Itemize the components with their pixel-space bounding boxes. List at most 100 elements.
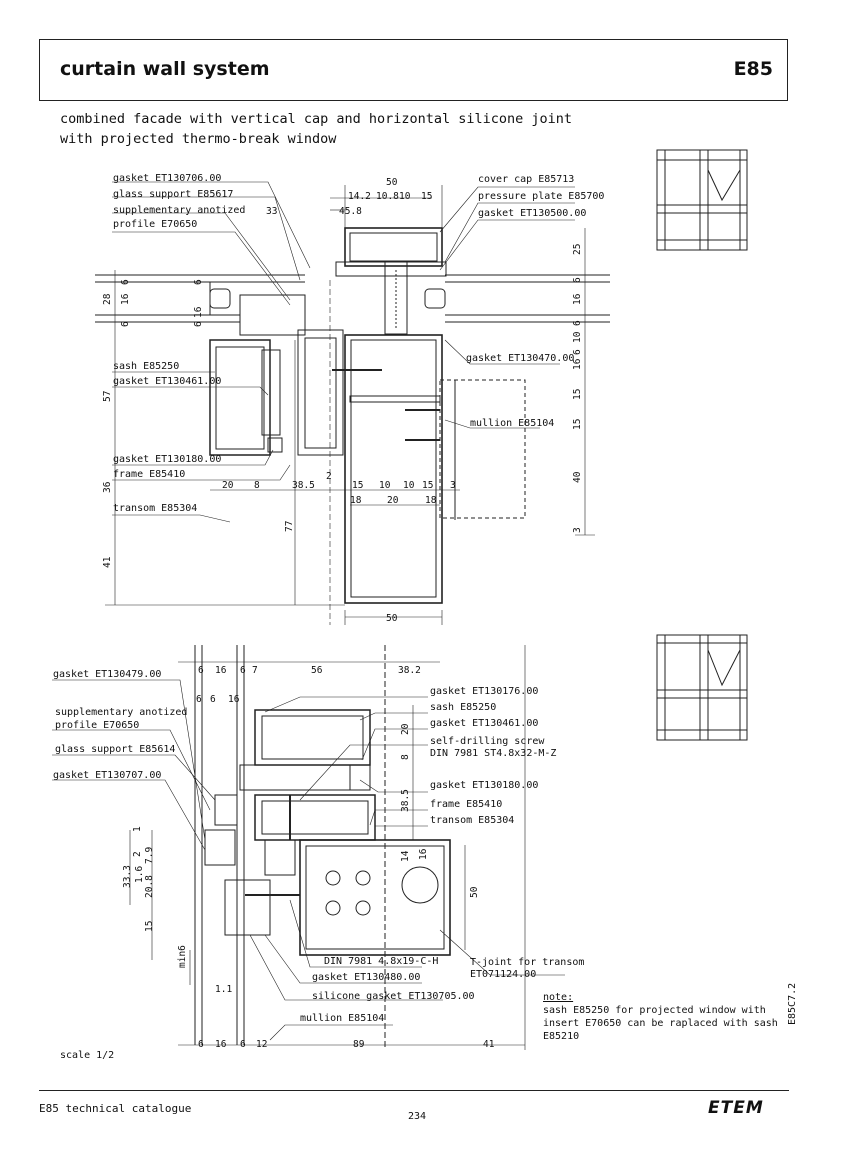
subtitle-line-1: combined facade with vertical cap and ho… (60, 111, 573, 127)
s2-label-t-joint-code: ET071124.00 (470, 969, 536, 980)
s2-dim-bottom: 89 (353, 1039, 365, 1050)
s1-dim-bottom: 8 (254, 480, 260, 491)
s1-dim-left: 16 (120, 293, 131, 305)
scale-label: scale 1/2 (60, 1050, 114, 1061)
s2-dim-top: 6 (198, 665, 204, 676)
s1-label-profile: profile E70650 (113, 219, 197, 230)
s2-dim-vertical: 2 (132, 851, 143, 857)
s1-dim-right: 15 (572, 419, 583, 430)
s1-dim-top: 15 (421, 191, 432, 202)
s2-label-din-screw: DIN 7981 4.8x19-C-H (324, 956, 438, 967)
s1-label-gasket-130706: gasket ET130706.00 (113, 173, 221, 184)
s1-dim-bottom: 50 (386, 613, 398, 624)
page-title: curtain wall system (60, 58, 270, 80)
s1-label-gasket-130461: gasket ET130461.00 (113, 376, 221, 387)
footer-divider (39, 1090, 789, 1091)
s2-label-screw: self-drilling screw (430, 736, 545, 747)
s2-dim-top: 38.2 (398, 665, 421, 676)
note-line-2: insert E70650 can be raplaced with sash (543, 1018, 778, 1029)
s2-dim-top: 6 (196, 694, 202, 705)
s1-dim-bottom: 20 (222, 480, 234, 491)
s2-dim-bottom: 16 (215, 1039, 227, 1050)
s1-dim-bottom: 15 (422, 480, 433, 491)
s2-dim-vertical: 8 (400, 754, 411, 760)
s2-dim-vertical: 15 (144, 921, 155, 932)
s2-dim-vertical: 38.5 (400, 789, 411, 812)
s2-label-gasket-130707: gasket ET130707.00 (53, 770, 161, 781)
s1-dim-bottom: 18 (350, 495, 362, 506)
s1-label-pressure-plate: pressure plate E85700 (478, 191, 604, 202)
s1-dim-top: 14.2 (348, 191, 371, 202)
s1-label-frame: frame E85410 (113, 469, 185, 480)
s1-dim-right: 25 (572, 244, 583, 255)
note-line-1: sash E85250 for projected window with (543, 1005, 766, 1016)
s2-dim-bottom: 6 (198, 1039, 204, 1050)
s2-dim-vertical: 1.6 (134, 866, 145, 883)
s1-dim-right: 16 (572, 293, 583, 305)
s1-dim-right: 6 (572, 320, 583, 326)
s1-dim-left: 28 (102, 293, 113, 305)
s2-dim-vertical: 50 (469, 886, 480, 898)
s2-dim-vertical: min6 (177, 945, 188, 968)
s1-dim-bottom: 10 (403, 480, 415, 491)
s1-dim-left: 36 (102, 481, 113, 493)
s1-dim-right: 6 (572, 277, 583, 283)
s2-label-profile: profile E70650 (55, 720, 139, 731)
s2-label-frame: frame E85410 (430, 799, 502, 810)
s1-dim-left: 77 (284, 521, 295, 532)
s1-dim-left: 6 (193, 279, 204, 285)
s2-dim-top: 6 (210, 694, 216, 705)
s1-dim-left: 16 (193, 306, 204, 318)
title-box: curtain wall system E85 (39, 39, 788, 101)
s1-dim-bottom: 10 (379, 480, 391, 491)
s2-label-mullion: mullion E85104 (300, 1013, 384, 1024)
s2-dim-top: 16 (215, 665, 227, 676)
s1-dim-left: 57 (102, 391, 113, 402)
s1-dim-right: 15 (572, 389, 583, 400)
s2-label-gasket-130480: gasket ET130480.00 (312, 972, 420, 983)
s2-dim-vertical: 16 (418, 848, 429, 860)
s1-dim-left: 6 (193, 321, 204, 327)
s1-label-cover-cap: cover cap E85713 (478, 174, 574, 185)
drawing-code: E85C7.2 (787, 983, 798, 1025)
s1-dim-right: 6 (572, 349, 583, 355)
s2-dim-top: 6 (240, 665, 246, 676)
s2-label-gasket-130180: gasket ET130180.00 (430, 780, 538, 791)
s2-label-t-joint: T-joint for transom (470, 957, 584, 968)
s1-dim-right: 10 (572, 331, 583, 343)
s1-dim-left: 6 (120, 321, 131, 327)
s2-dim-vertical: 33.3 (122, 865, 133, 888)
s1-dim-top: 45.8 (339, 206, 362, 217)
note-line-3: E85210 (543, 1031, 579, 1042)
s1-label-glass-support: glass support E85617 (113, 189, 233, 200)
s2-dim-vertical: 20.8 (144, 875, 155, 898)
s2-dim-vertical: 1 (132, 826, 143, 832)
s2-dim-vertical: 1.1 (215, 984, 232, 995)
s2-label-gasket-130479: gasket ET130479.00 (53, 669, 161, 680)
s2-label-transom: transom E85304 (430, 815, 514, 826)
s1-label-supplementary: supplementary anotized (113, 205, 245, 216)
s1-dim-left: 41 (102, 556, 113, 568)
s2-dim-bottom: 12 (256, 1039, 267, 1050)
s1-label-gasket-130180: gasket ET130180.00 (113, 454, 221, 465)
s2-label-gasket-130461: gasket ET130461.00 (430, 718, 538, 729)
s2-label-gasket-130176: gasket ET130176.00 (430, 686, 538, 697)
s1-dim-bottom: 15 (352, 480, 363, 491)
note-title: note: (543, 992, 573, 1003)
s2-dim-vertical: 20 (400, 723, 411, 735)
s2-dim-bottom: 6 (240, 1039, 246, 1050)
s1-label-transom: transom E85304 (113, 503, 197, 514)
s1-dim-bottom: 18 (425, 495, 437, 506)
s2-label-silicone-gasket: silicone gasket ET130705.00 (312, 991, 475, 1002)
brand-logo: ETEM (708, 1098, 764, 1118)
s1-dim-bottom: 20 (387, 495, 399, 506)
s1-dim-top: 10.8 (376, 191, 399, 202)
subtitle-line-2: with projected thermo-break window (60, 131, 337, 147)
s1-dim-right: 16 (572, 358, 583, 370)
s1-dim-top: 33 (266, 206, 277, 217)
s1-dim-bottom: 2 (326, 471, 332, 482)
s1-dim-left: 6 (120, 279, 131, 285)
s1-dim-bottom: 38.5 (292, 480, 315, 491)
s1-dim-right: 40 (572, 471, 583, 483)
